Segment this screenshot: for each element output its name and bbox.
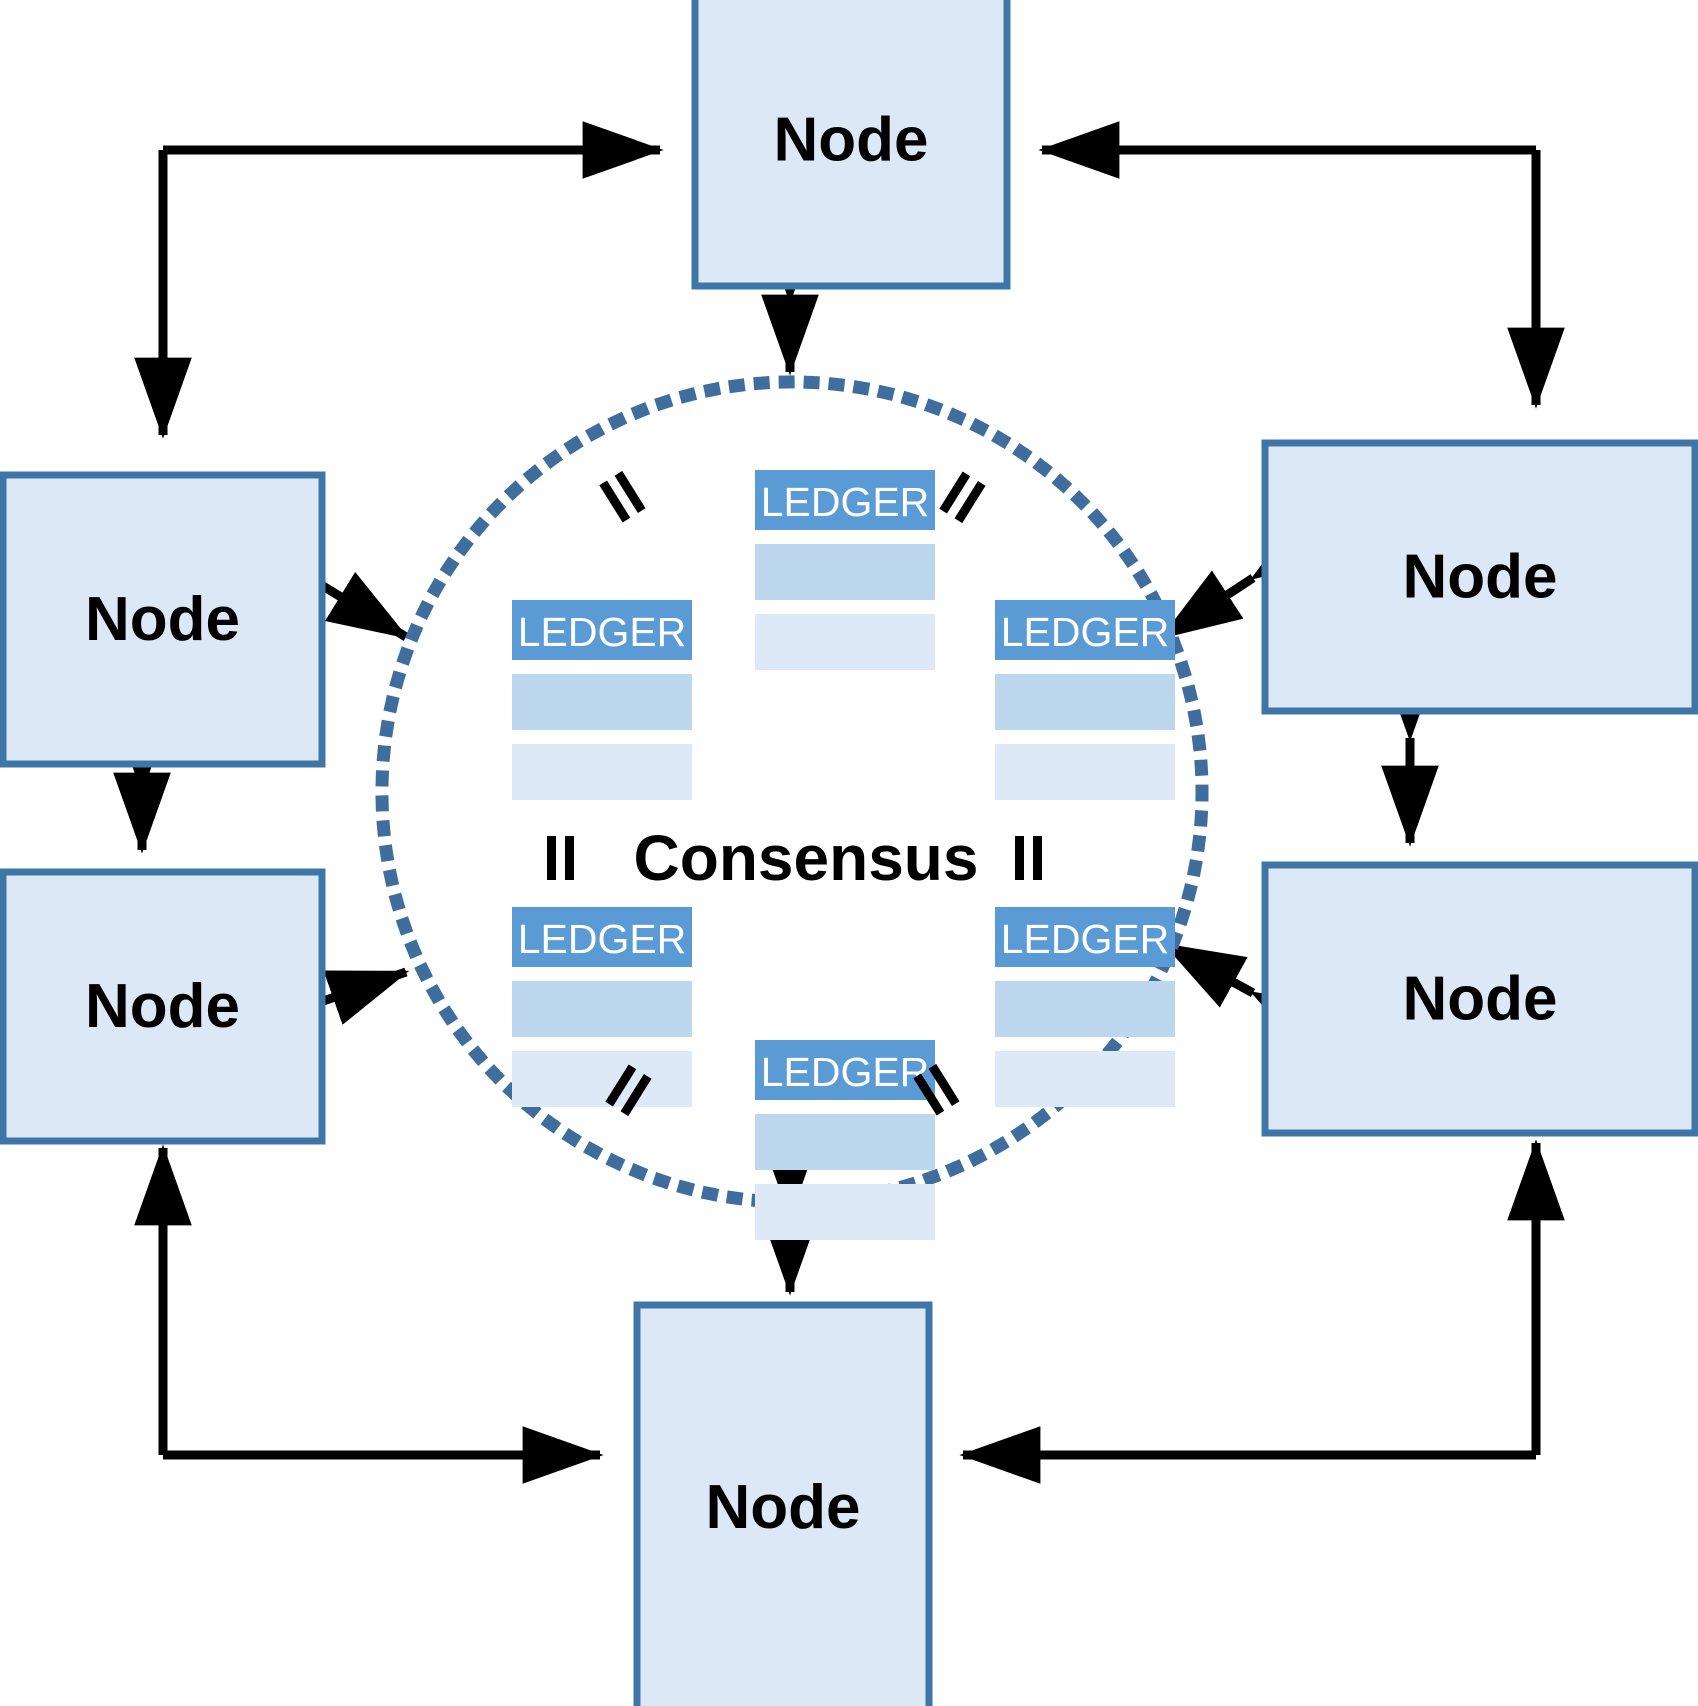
equals-top-left-bar-2 [614, 470, 646, 514]
node-right-upper-box[interactable] [1261, 439, 1698, 715]
ledger-right-lower-row-2 [995, 1051, 1175, 1107]
ledger-right-upper-label: LEDGER [1001, 609, 1170, 655]
ledger-left-upper-row-1 [512, 674, 692, 730]
node-top-label: Node [774, 106, 929, 175]
ledger-top: LEDGER [755, 470, 935, 670]
equals-mid-right-bar-1 [1015, 836, 1024, 880]
equals-mid-left [547, 836, 574, 880]
equals-mid-left-bar-2 [565, 836, 574, 880]
ledger-left-upper-header [512, 600, 692, 660]
ledger-top-header [755, 470, 935, 530]
node-left-upper-box[interactable] [0, 471, 326, 768]
ledger-left-lower: LEDGER [512, 907, 692, 1107]
equals-bottom-left-bar-2 [620, 1073, 652, 1117]
node-right-lower-label: Node [1403, 965, 1558, 1034]
ledger-top-row-2 [755, 614, 935, 670]
equals-top-left [599, 470, 646, 523]
node-left-lower-box[interactable] [0, 868, 326, 1145]
arrow-circle-left-upper [228, 512, 410, 641]
ledger-left-lower-row-2 [512, 1051, 692, 1107]
ledger-bottom-header [755, 1040, 935, 1100]
node-bottom-box[interactable] [633, 1301, 933, 1706]
node-left-lower-label: Node [85, 972, 240, 1041]
ledger-bottom: LEDGER [755, 1040, 935, 1240]
node-left-upper[interactable]: Node [0, 471, 326, 768]
ledger-right-upper-header [995, 600, 1175, 660]
node-bottom-label: Node [706, 1473, 861, 1542]
ledger-left-lower-label: LEDGER [518, 916, 687, 962]
node-right-lower-box[interactable] [1261, 861, 1698, 1137]
equals-top-right-bar-1 [939, 471, 971, 514]
node-top[interactable]: Node [691, 0, 1011, 290]
equals-bottom-right [913, 1063, 960, 1116]
equals-bottom-right-bar-1 [913, 1073, 945, 1116]
equality-marks [547, 470, 1042, 1117]
ledger-bottom-row-2 [755, 1184, 935, 1240]
ledger-right-upper-row-1 [995, 674, 1175, 730]
equals-bottom-left-bar-1 [605, 1064, 637, 1107]
ledger-bottom-row-1 [755, 1114, 935, 1170]
ledger-top-row-1 [755, 544, 935, 600]
ledger-left-upper-label: LEDGER [518, 609, 687, 655]
arrow-circle-right-lower [1162, 941, 1335, 1056]
ledger-right-lower: LEDGER [995, 907, 1175, 1107]
equals-mid-left-bar-1 [547, 836, 556, 880]
equals-bottom-right-bar-2 [928, 1063, 960, 1107]
ledger-right-lower-label: LEDGER [1001, 916, 1170, 962]
equals-top-left-bar-1 [599, 480, 631, 523]
ledger-left-lower-header [512, 907, 692, 967]
ledger-bottom-label: LEDGER [761, 1049, 930, 1095]
equals-mid-right-bar-2 [1033, 836, 1042, 880]
arrow-circle-right-upper [1159, 511, 1334, 641]
outer-loop-connectors [163, 121, 1565, 1484]
consensus-connectors [228, 222, 1335, 1296]
equals-top-right [939, 471, 986, 524]
equals-bottom-left [605, 1064, 652, 1117]
ledger-left-upper: LEDGER [512, 600, 692, 800]
node-right-upper[interactable]: Node [1261, 439, 1698, 715]
node-bottom[interactable]: Node [633, 1301, 933, 1706]
node-left-upper-label: Node [85, 585, 240, 654]
equals-mid-right [1015, 836, 1042, 880]
ledger-right-lower-row-1 [995, 981, 1175, 1037]
ledger-left-lower-row-1 [512, 981, 692, 1037]
equals-top-right-bar-2 [954, 480, 986, 524]
ledger-top-label: LEDGER [761, 479, 930, 525]
node-right-upper-label: Node [1403, 543, 1558, 612]
ledger-right-lower-header [995, 907, 1175, 967]
node-right-lower[interactable]: Node [1261, 861, 1698, 1137]
node-top-box[interactable] [691, 0, 1011, 290]
ledger-blocks: LEDGER LEDGER LEDGER LEDGER LEDGER LEDGER [512, 470, 1175, 1240]
ledger-right-upper-row-2 [995, 744, 1175, 800]
ledger-right-upper: LEDGER [995, 600, 1175, 800]
ledger-left-upper-row-2 [512, 744, 692, 800]
side-stack-connectors [113, 660, 1439, 854]
node-left-lower[interactable]: Node [0, 868, 326, 1145]
arrow-circle-left-lower [229, 967, 410, 1058]
consensus-label: Consensus [634, 822, 979, 894]
